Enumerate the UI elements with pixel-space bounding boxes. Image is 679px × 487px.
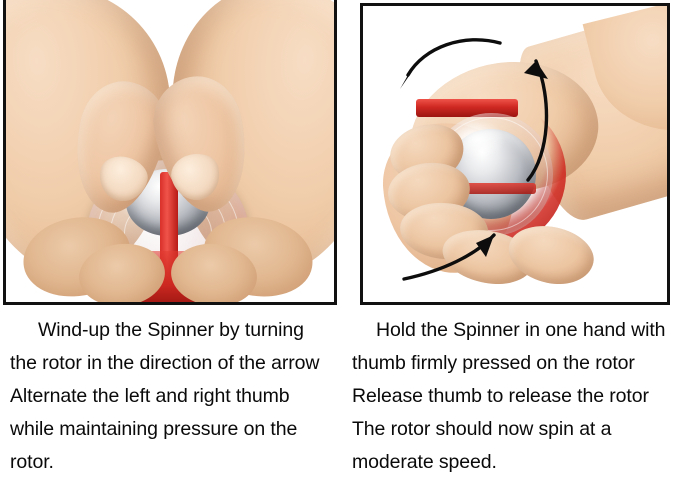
rotation-arrow-right-head (524, 61, 548, 79)
rotation-arrow-top-path (406, 38, 502, 77)
caption-right-line-4: The rotor should now spin at a (352, 418, 612, 440)
wind-up-instructions: Wind-up the Spinner by turning the rotor… (0, 314, 339, 487)
wind-up-photo-image (3, 0, 337, 305)
caption-right-line-3: Release thumb to release the rotor (352, 385, 649, 407)
caption-right-line-2: thumb firmly pressed on the rotor (352, 352, 635, 374)
caption-left-line-2: the rotor in the direction of the arrow (10, 352, 320, 374)
caption-left-line-1: Wind-up the Spinner by turning (38, 319, 304, 341)
spin-photo-image (360, 3, 670, 305)
rotation-arrow-right-path (526, 59, 549, 182)
caption-right-line-1: Hold the Spinner in one hand with (376, 319, 666, 341)
rotation-arrows (400, 38, 549, 281)
caption-left-line-3: Alternate the left and right thumb (10, 385, 290, 407)
caption-left-line-5: rotor. (10, 451, 54, 473)
captions: Wind-up the Spinner by turning the rotor… (0, 314, 679, 487)
caption-left-line-4: while maintaining pressure on the (10, 418, 298, 440)
spin-photo (360, 3, 670, 305)
wind-up-photo (3, 0, 337, 305)
rotation-arrow-top-head (400, 63, 418, 89)
ball-rotor-stripe-secondary (446, 183, 536, 194)
caption-right-line-5: moderate speed. (352, 451, 497, 473)
rotation-arrow-bottom-head (476, 235, 494, 257)
spin-instructions: Hold the Spinner in one hand with thumb … (340, 314, 679, 487)
